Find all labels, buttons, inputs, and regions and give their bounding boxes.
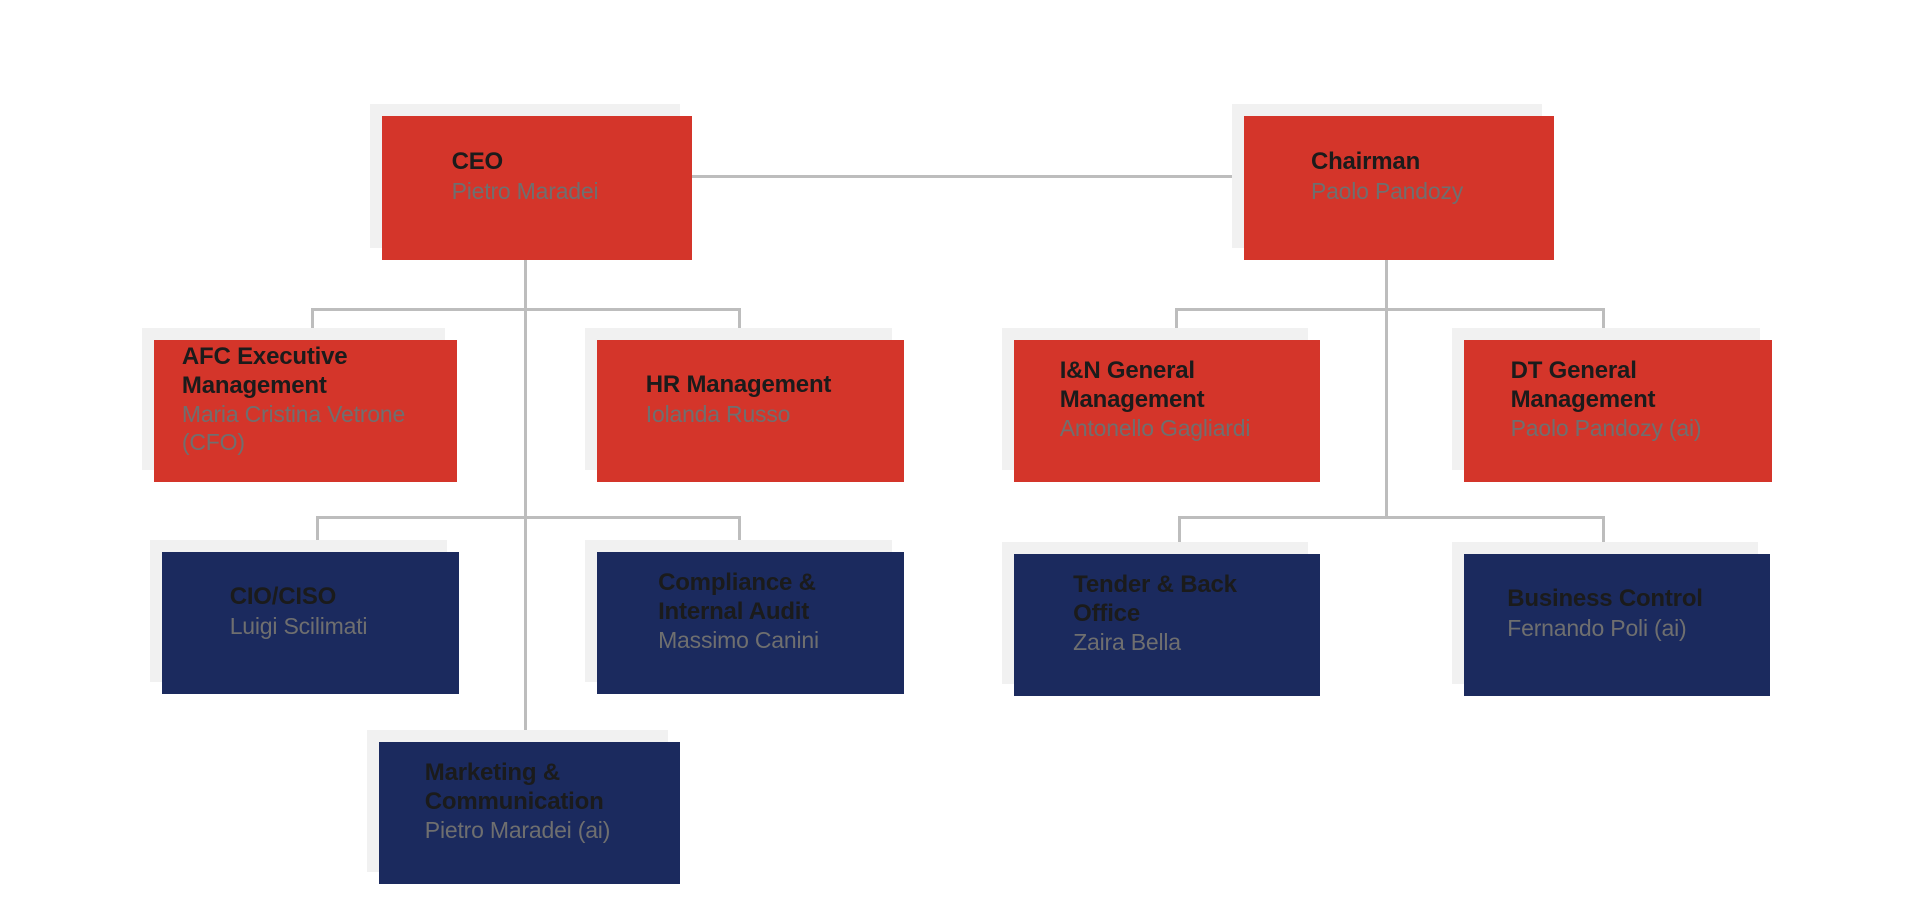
- org-box-name: Zaira Bella: [1073, 629, 1181, 656]
- org-box-title: Marketing & Communication: [424, 758, 604, 815]
- org-box-title: Compliance & Internal Audit: [658, 568, 816, 625]
- org-box-title: CEO: [451, 148, 504, 176]
- connector-left-branch-1: [311, 308, 741, 311]
- accent-bar: [597, 552, 904, 694]
- accent-bar: [379, 742, 680, 884]
- org-box-title: HR Management: [645, 371, 832, 399]
- org-box-tender: Tender & Back Office Zaira Bella: [1002, 542, 1320, 696]
- org-box-ceo: CEO Pietro Maradei: [370, 104, 692, 260]
- org-box-name: Antonello Gagliardi: [1059, 415, 1251, 442]
- org-box-cio: CIO/CISO Luigi Scilimati: [150, 540, 459, 694]
- org-box-title: Business Control: [1507, 585, 1703, 613]
- org-box-hr: HR Management Iolanda Russo: [585, 328, 904, 482]
- org-box-name: Luigi Scilimati: [229, 612, 368, 639]
- accent-bar: [154, 340, 457, 482]
- accent-bar: [1464, 554, 1770, 696]
- org-box-name: Iolanda Russo: [645, 400, 791, 427]
- accent-bar: [1244, 116, 1554, 260]
- org-box-title: Tender & Back Office: [1073, 570, 1237, 627]
- org-box-name: Pietro Maradei (ai): [424, 817, 611, 844]
- org-box-name: Fernando Poli (ai): [1507, 614, 1687, 641]
- org-box-title: DT General Management: [1510, 356, 1656, 413]
- connector-ceo-chairman: [692, 175, 1232, 178]
- org-box-name: Massimo Canini: [658, 627, 819, 654]
- connector-right-branch-1: [1175, 308, 1605, 311]
- org-box-marketing: Marketing & Communication Pietro Maradei…: [367, 730, 680, 884]
- connector-drop-dt: [1602, 308, 1605, 330]
- connector-right-branch-2: [1178, 516, 1603, 519]
- org-box-dt: DT General Management Paolo Pandozy (ai): [1452, 328, 1772, 482]
- org-box-title: Chairman: [1310, 148, 1421, 176]
- connector-drop-inm: [1175, 308, 1178, 330]
- org-box-inm: I&N General Management Antonello Gagliar…: [1002, 328, 1320, 482]
- connector-drop-afc: [311, 308, 314, 330]
- org-box-compliance: Compliance & Internal Audit Massimo Cani…: [585, 540, 904, 694]
- connector-ceo-trunk: [524, 260, 527, 730]
- accent-bar: [597, 340, 904, 482]
- org-box-chairman: Chairman Paolo Pandozy: [1232, 104, 1554, 260]
- org-box-business: Business Control Fernando Poli (ai): [1452, 542, 1770, 696]
- org-box-name: Pietro Maradei: [451, 177, 599, 204]
- accent-bar: [1014, 340, 1320, 482]
- connector-drop-business: [1602, 516, 1605, 544]
- org-box-title: I&N General Management: [1059, 356, 1205, 413]
- org-box-title: CIO/CISO: [229, 583, 337, 611]
- connector-chairman-trunk: [1385, 260, 1388, 518]
- org-box-name: Maria Cristina Vetrone (CFO): [181, 401, 406, 456]
- org-box-title: AFC Executive Management: [181, 342, 348, 399]
- org-box-name: Paolo Pandozy: [1310, 177, 1464, 204]
- connector-left-branch-2: [316, 516, 741, 519]
- connector-drop-hr: [738, 308, 741, 330]
- connector-drop-compliance: [738, 516, 741, 542]
- org-box-name: Paolo Pandozy (ai): [1510, 415, 1702, 442]
- accent-bar: [1464, 340, 1772, 482]
- org-box-afc: AFC Executive Management Maria Cristina …: [142, 328, 457, 482]
- accent-bar: [382, 116, 692, 260]
- accent-bar: [1014, 554, 1320, 696]
- connector-drop-cio: [316, 516, 319, 542]
- accent-bar: [162, 552, 459, 694]
- connector-drop-tender: [1178, 516, 1181, 544]
